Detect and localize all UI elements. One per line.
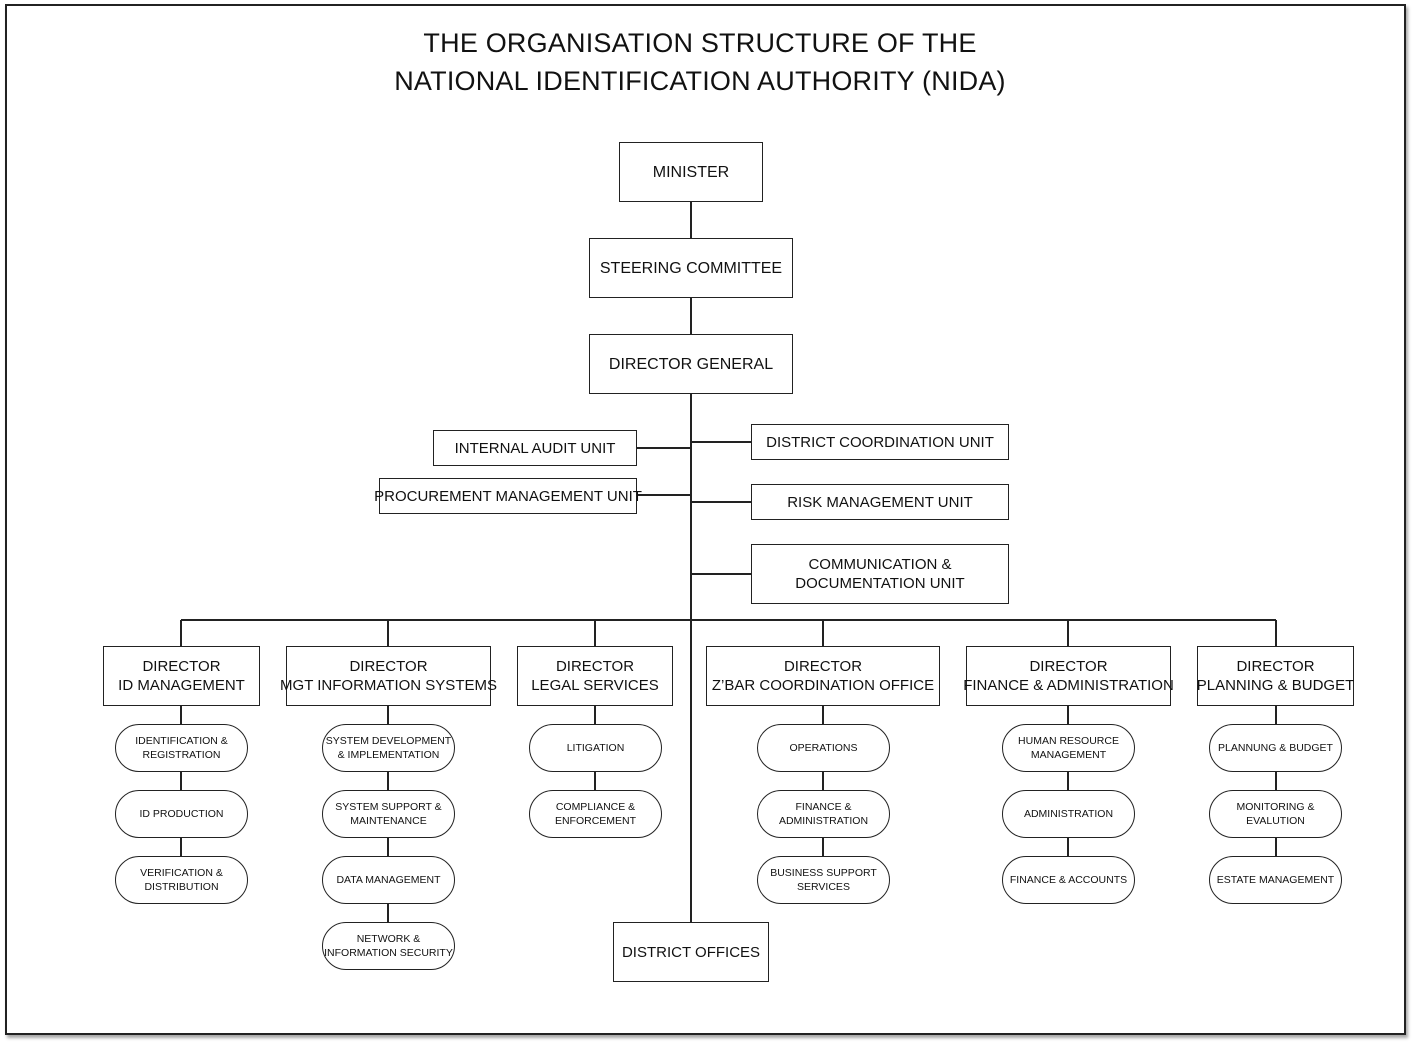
system-development-pill: SYSTEM DEVELOPMENT & IMPLEMENTATION: [322, 724, 455, 772]
steering-committee-label: STEERING COMMITTEE: [599, 259, 783, 277]
chart-title: THE ORGANISATION STRUCTURE OF THE NATION…: [300, 24, 1100, 100]
litigation-pill: LITIGATION: [529, 724, 662, 772]
pill-line-2: SERVICES: [797, 881, 850, 893]
pill-line-1: PLANNUNG & BUDGET: [1218, 742, 1333, 754]
pill-line-1: IDENTIFICATION &: [135, 735, 228, 747]
pill-line-2: MAINTENANCE: [350, 815, 427, 827]
system-support-pill: SYSTEM SUPPORT & MAINTENANCE: [322, 790, 455, 838]
communication-documentation-unit-box: COMMUNICATION & DOCUMENTATION UNIT: [751, 544, 1009, 604]
identification-registration-pill: IDENTIFICATION & REGISTRATION: [115, 724, 248, 772]
directorate-name: PLANNING & BUDGET: [1196, 677, 1355, 694]
pill-line-2: MANAGEMENT: [1030, 749, 1107, 761]
pill-line-2: EVALUTION: [1246, 815, 1305, 827]
estate-management-pill: ESTATE MANAGEMENT: [1209, 856, 1342, 904]
human-resource-management-pill: HUMAN RESOURCE MANAGEMENT: [1002, 724, 1135, 772]
pill-line-2: ENFORCEMENT: [554, 815, 637, 827]
pill-line-1: VERIFICATION &: [140, 867, 223, 879]
director-general-box: DIRECTOR GENERAL: [589, 334, 793, 394]
communication-unit-label-line-2: DOCUMENTATION UNIT: [795, 575, 965, 592]
procurement-management-unit-label: PROCUREMENT MANAGEMENT UNIT: [374, 487, 642, 505]
pill-line-1: FINANCE &: [795, 801, 852, 813]
district-coordination-unit-box: DISTRICT COORDINATION UNIT: [751, 424, 1009, 460]
director-label: DIRECTOR: [142, 658, 221, 675]
pill-line-1: ID PRODUCTION: [139, 808, 224, 820]
finance-accounts-pill: FINANCE & ACCOUNTS: [1002, 856, 1135, 904]
director-zbar-coordination-office-box: DIRECTOR Z’BAR COORDINATION OFFICE: [706, 646, 940, 706]
director-mgt-information-systems-box: DIRECTOR MGT INFORMATION SYSTEMS: [280, 646, 497, 706]
title-line-2: NATIONAL IDENTIFICATION AUTHORITY (NIDA): [394, 66, 1006, 96]
pill-line-1: HUMAN RESOURCE: [1018, 735, 1119, 747]
pill-line-1: FINANCE & ACCOUNTS: [1009, 874, 1128, 886]
pill-line-2: INFORMATION SECURITY: [324, 947, 453, 959]
directorate-name: MGT INFORMATION SYSTEMS: [280, 677, 497, 694]
pill-line-1: MONITORING &: [1236, 801, 1315, 813]
minister-box: MINISTER: [619, 142, 763, 202]
directorate-name: FINANCE & ADMINISTRATION: [963, 677, 1174, 694]
pill-line-1: LITIGATION: [566, 742, 625, 754]
pill-line-2: & IMPLEMENTATION: [337, 749, 440, 761]
pill-line-1: NETWORK &: [356, 933, 421, 945]
director-label: DIRECTOR: [555, 658, 635, 675]
zbar-finance-administration-pill: FINANCE & ADMINISTRATION: [757, 790, 890, 838]
director-label: DIRECTOR: [1236, 658, 1315, 675]
pill-line-2: ADMINISTRATION: [778, 815, 869, 827]
pill-line-2: REGISTRATION: [142, 749, 221, 761]
director-id-management-box: DIRECTOR ID MANAGEMENT: [103, 646, 260, 706]
pill-line-1: SYSTEM SUPPORT &: [335, 801, 442, 813]
pill-line-1: DATA MANAGEMENT: [336, 874, 441, 886]
internal-audit-unit-label: INTERNAL AUDIT UNIT: [454, 439, 616, 457]
director-label: DIRECTOR: [783, 658, 863, 675]
internal-audit-unit-box: INTERNAL AUDIT UNIT: [433, 430, 637, 466]
directorate-name: Z’BAR COORDINATION OFFICE: [711, 677, 935, 694]
procurement-management-unit-box: PROCUREMENT MANAGEMENT UNIT: [374, 478, 642, 514]
district-coordination-unit-label: DISTRICT COORDINATION UNIT: [766, 433, 994, 451]
pill-line-1: OPERATIONS: [789, 742, 858, 754]
network-security-pill: NETWORK & INFORMATION SECURITY: [322, 922, 455, 970]
pill-line-1: ESTATE MANAGEMENT: [1216, 874, 1335, 886]
data-management-pill: DATA MANAGEMENT: [322, 856, 455, 904]
pill-line-1: SYSTEM DEVELOPMENT: [325, 735, 452, 747]
monitoring-evaluation-pill: MONITORING & EVALUTION: [1209, 790, 1342, 838]
director-finance-administration-box: DIRECTOR FINANCE & ADMINISTRATION: [963, 646, 1174, 706]
director-general-label: DIRECTOR GENERAL: [608, 355, 774, 373]
communication-unit-label-line-1: COMMUNICATION &: [808, 556, 952, 573]
diagram-frame: [5, 4, 1406, 1035]
title-line-1: THE ORGANISATION STRUCTURE OF THE: [423, 28, 977, 58]
administration-pill: ADMINISTRATION: [1002, 790, 1135, 838]
compliance-enforcement-pill: COMPLIANCE & ENFORCEMENT: [529, 790, 662, 838]
directorate-name: ID MANAGEMENT: [118, 677, 245, 694]
pill-line-1: COMPLIANCE &: [555, 801, 636, 813]
id-production-pill: ID PRODUCTION: [115, 790, 248, 838]
directorate-name: LEGAL SERVICES: [531, 677, 659, 694]
district-offices-box: DISTRICT OFFICES: [613, 922, 769, 982]
planning-budget-pill: PLANNUNG & BUDGET: [1209, 724, 1342, 772]
pill-line-1: ADMINISTRATION: [1023, 808, 1114, 820]
district-offices-label: DISTRICT OFFICES: [621, 943, 761, 961]
director-planning-budget-box: DIRECTOR PLANNING & BUDGET: [1197, 646, 1354, 706]
director-label: DIRECTOR: [1029, 658, 1108, 675]
business-support-services-pill: BUSINESS SUPPORT SERVICES: [757, 856, 890, 904]
director-label: DIRECTOR: [349, 658, 428, 675]
risk-management-unit-box: RISK MANAGEMENT UNIT: [751, 484, 1009, 520]
risk-management-unit-label: RISK MANAGEMENT UNIT: [787, 493, 973, 511]
pill-line-2: DISTRIBUTION: [144, 881, 219, 893]
pill-line-1: BUSINESS SUPPORT: [770, 867, 877, 879]
director-legal-services-box: DIRECTOR LEGAL SERVICES: [517, 646, 673, 706]
steering-committee-box: STEERING COMMITTEE: [589, 238, 793, 298]
verification-distribution-pill: VERIFICATION & DISTRIBUTION: [115, 856, 248, 904]
operations-pill: OPERATIONS: [757, 724, 890, 772]
minister-label: MINISTER: [652, 163, 730, 181]
